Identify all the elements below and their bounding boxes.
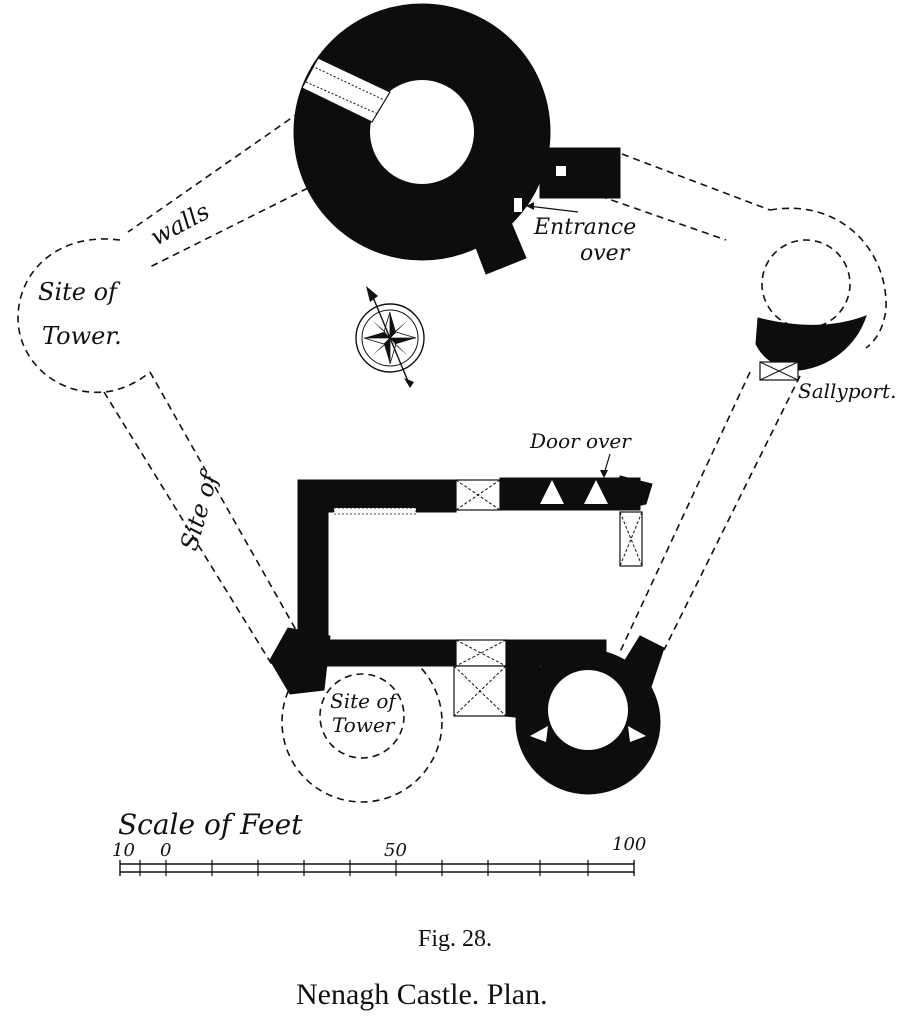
- label-sallyport: Sallyport.: [798, 379, 897, 403]
- label-site-of-wall: Site of: [175, 466, 225, 554]
- compass-rose-icon: [355, 286, 425, 388]
- figure-number: Fig. 28.: [418, 926, 492, 952]
- scale-tick-0: 0: [160, 840, 171, 861]
- label-site-of-tower-left-2: Tower.: [42, 322, 122, 350]
- label-walls: walls: [146, 197, 214, 251]
- label-door-over: Door over: [529, 429, 632, 453]
- figure-caption: Fig. 28. Nenagh Castle. Plan.: [296, 926, 548, 1011]
- hall-block: [269, 475, 653, 717]
- label-site-of-tower-bottom-1: Site of: [330, 689, 399, 713]
- scale-title: Scale of Feet: [118, 808, 303, 841]
- label-site-of-tower-bottom-2: Tower: [332, 713, 396, 737]
- figure-title: Nenagh Castle. Plan.: [296, 978, 548, 1011]
- scale-tick-50: 50: [384, 840, 407, 861]
- right-tower-outline: [769, 207, 887, 349]
- keep-tower: [293, 3, 621, 275]
- scale-tick-100: 100: [612, 834, 646, 855]
- bottom-right-tower: [505, 635, 665, 795]
- label-site-of-tower-left-1: Site of: [38, 278, 121, 306]
- label-entrance-2: over: [580, 241, 631, 266]
- scale-bar: Scale of Feet 10 0 50 100: [112, 808, 646, 876]
- curtain-walls: [17, 111, 887, 803]
- label-entrance-1: Entrance: [533, 215, 636, 240]
- scale-tick-10: 10: [112, 840, 135, 861]
- left-tower-site-outline: [17, 238, 151, 393]
- right-tower: [755, 315, 867, 381]
